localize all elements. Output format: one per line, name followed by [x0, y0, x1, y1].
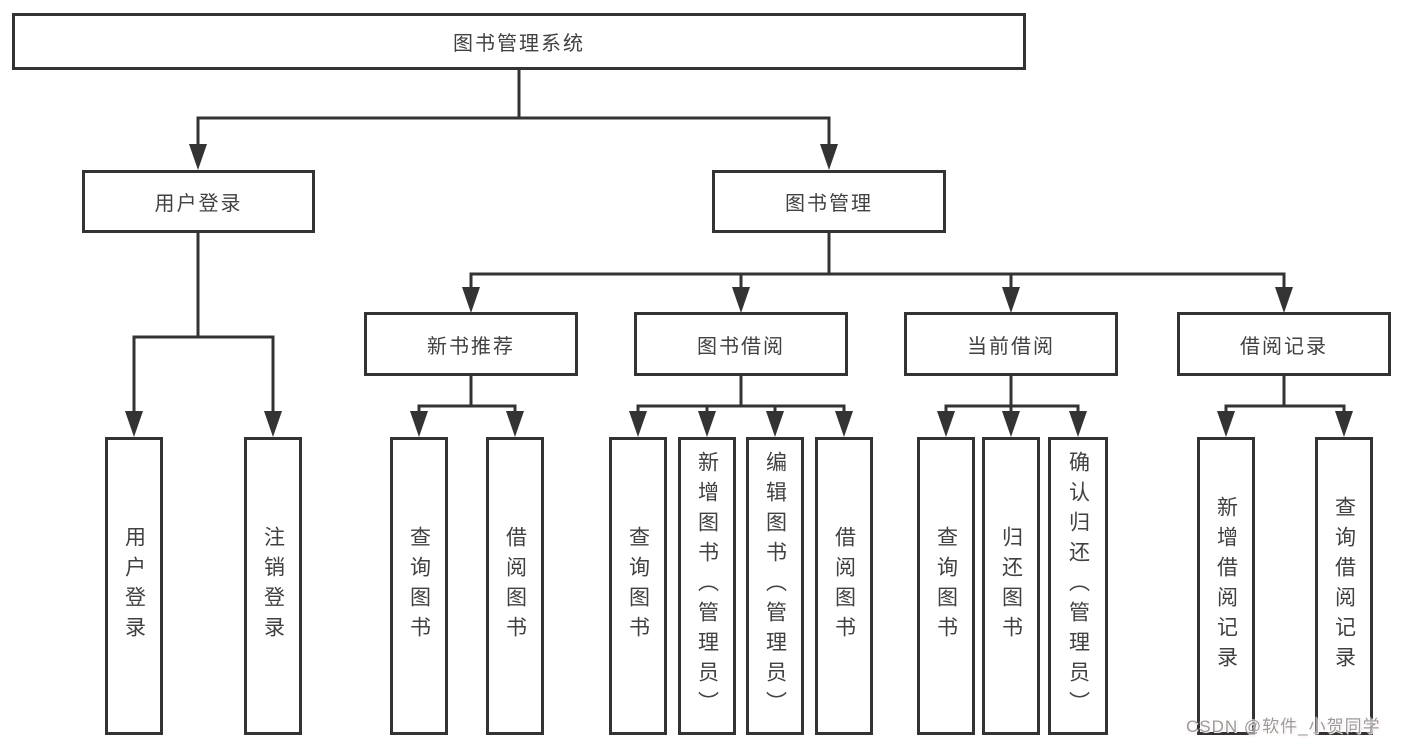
arrow-down-icon: [629, 411, 647, 437]
leaf-query-books-1: 查询图书: [390, 437, 448, 735]
arrowheads: [125, 144, 1353, 437]
leaf-confirm-return-admin: 确认归还（管理员）: [1048, 437, 1108, 735]
leaf-query-books-2: 查询图书: [609, 437, 667, 735]
arrow-down-icon: [1217, 411, 1235, 437]
watermark-csdn: CSDN @软件_小贺同学: [1186, 717, 1381, 736]
leaf-borrow-books-1: 借阅图书: [486, 437, 544, 735]
leaf-query-books-3: 查询图书: [917, 437, 975, 735]
arrow-down-icon: [937, 411, 955, 437]
arrow-down-icon: [732, 287, 750, 313]
arrow-down-icon: [1002, 411, 1020, 437]
node-user-login: 用户登录: [82, 170, 315, 233]
arrow-down-icon: [125, 411, 143, 437]
leaf-edit-book-admin: 编辑图书（管理员）: [746, 437, 804, 735]
arrow-down-icon: [835, 411, 853, 437]
leaf-logout: 注销登录: [244, 437, 302, 735]
leaf-add-borrow-record: 新增借阅记录: [1197, 437, 1255, 735]
arrow-down-icon: [766, 411, 784, 437]
leaf-user-login: 用户登录: [105, 437, 163, 735]
arrow-down-icon: [1275, 287, 1293, 313]
arrow-down-icon: [820, 144, 838, 170]
arrow-down-icon: [1335, 411, 1353, 437]
leaf-borrow-books-2: 借阅图书: [815, 437, 873, 735]
arrow-down-icon: [698, 411, 716, 437]
node-library-management-system: 图书管理系统: [12, 13, 1026, 70]
tree-branch-lines: [132, 68, 1346, 415]
arrow-down-icon: [462, 287, 480, 313]
leaf-query-borrow-record: 查询借阅记录: [1315, 437, 1373, 735]
arrow-down-icon: [410, 411, 428, 437]
arrow-down-icon: [189, 144, 207, 170]
node-book-management: 图书管理: [712, 170, 946, 233]
arrow-down-icon: [1002, 287, 1020, 313]
node-book-borrowing: 图书借阅: [634, 312, 848, 376]
node-current-borrowing: 当前借阅: [904, 312, 1118, 376]
node-borrowing-records: 借阅记录: [1177, 312, 1391, 376]
node-new-book-recommendation: 新书推荐: [364, 312, 578, 376]
arrow-down-icon: [506, 411, 524, 437]
leaf-return-book: 归还图书: [982, 437, 1040, 735]
arrow-down-icon: [264, 411, 282, 437]
arrow-down-icon: [1069, 411, 1087, 437]
leaf-add-book-admin: 新增图书（管理员）: [678, 437, 736, 735]
